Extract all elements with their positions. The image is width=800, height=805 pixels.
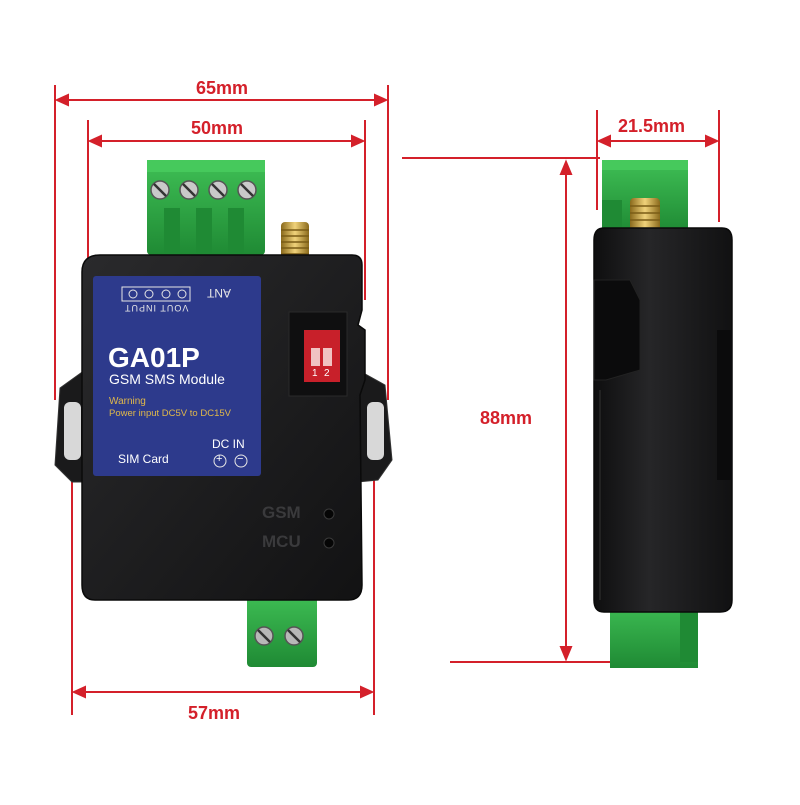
plus-symbol: + — [216, 453, 223, 465]
side-antenna — [630, 198, 660, 236]
dimension-88mm: 88mm — [480, 408, 533, 428]
dimension-50mm: 50mm — [191, 118, 244, 138]
model-name: GA01P — [108, 342, 200, 373]
top-terminal-block — [147, 160, 265, 255]
label-panel — [93, 276, 261, 476]
dimension-57mm: 57mm — [188, 703, 241, 723]
dip-switch — [288, 311, 348, 397]
sim-card-label: SIM Card — [118, 452, 169, 466]
bottom-terminal-block — [247, 592, 317, 667]
dimension-21-5mm: 21.5mm — [618, 116, 686, 136]
module-subtitle: GSM SMS Module — [109, 371, 225, 387]
warning-text: Power input DC5V to DC15V — [109, 408, 231, 419]
gsm-label: GSM — [262, 503, 301, 522]
dimension-lines — [54, 85, 720, 715]
minus-symbol: − — [237, 453, 244, 465]
terminal-legend: VOUT INPUT — [124, 303, 189, 313]
switch-pos-2: 2 — [324, 368, 330, 379]
mcu-label: MCU — [262, 532, 301, 551]
warning-title: Warning — [109, 396, 146, 407]
ant-label: ANT — [207, 286, 231, 300]
switch-pos-1: 1 — [312, 368, 318, 379]
dimension-65mm: 65mm — [196, 78, 249, 98]
dc-in-label: DC IN — [212, 437, 245, 451]
gsm-led — [323, 508, 335, 520]
mcu-led — [323, 537, 335, 549]
